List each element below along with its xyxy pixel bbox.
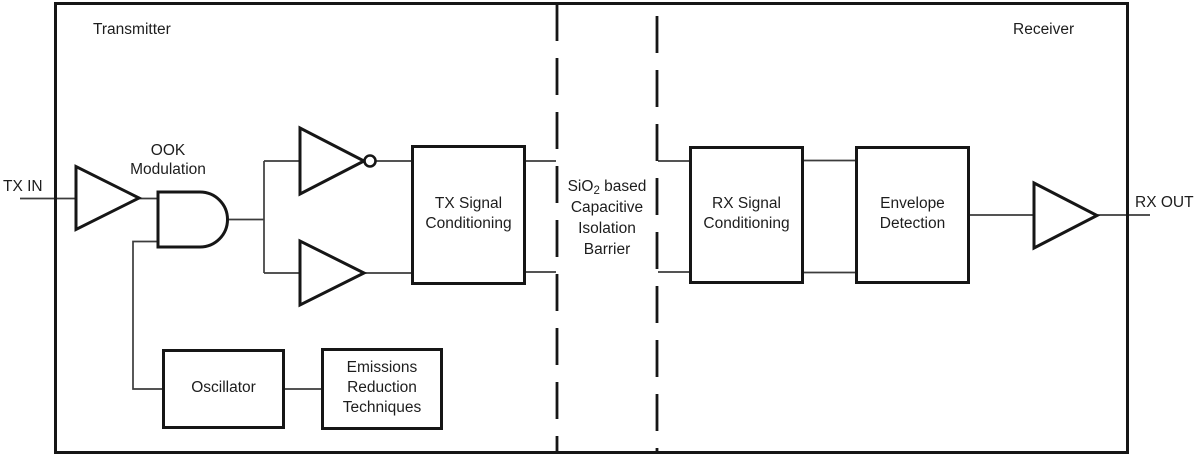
rx-signal-conditioning-block: RX Signal Conditioning: [689, 146, 804, 284]
barrier-caption-line1: SiO2 based: [567, 178, 647, 197]
envelope-detection-block: Envelope Detection: [855, 146, 970, 284]
input-buffer-triangle: [74, 164, 143, 232]
emissions-reduction-block: Emissions Reduction Techniques: [321, 348, 443, 430]
transmitter-region-label: Transmitter: [93, 21, 171, 38]
ook-and-gate: [156, 190, 229, 249]
inverter-bubble: [363, 154, 377, 168]
sio2-subscript: 2: [593, 185, 600, 197]
oscillator-feed-wire: [132, 240, 163, 390]
inverter-triangle: [298, 125, 368, 197]
tx-signal-conditioning-block: TX Signal Conditioning: [411, 145, 526, 285]
noninverting-buffer-triangle: [298, 238, 368, 308]
ook-modulation-label: OOK Modulation: [130, 142, 206, 178]
barrier-caption-line3: Isolation: [578, 220, 636, 237]
barrier-caption-line4: Barrier: [583, 241, 631, 258]
oscillator-block: Oscillator: [162, 349, 285, 429]
isolation-barrier-caption: SiO2 based Capacitive Isolation Barrier: [545, 176, 669, 260]
output-buffer-triangle: [1032, 180, 1101, 251]
rx-out-port-label: RX OUT: [1135, 194, 1194, 211]
barrier-caption-line2: Capacitive: [570, 199, 644, 216]
tx-in-port-label: TX IN: [3, 178, 43, 195]
receiver-region-label: Receiver: [1013, 21, 1075, 38]
